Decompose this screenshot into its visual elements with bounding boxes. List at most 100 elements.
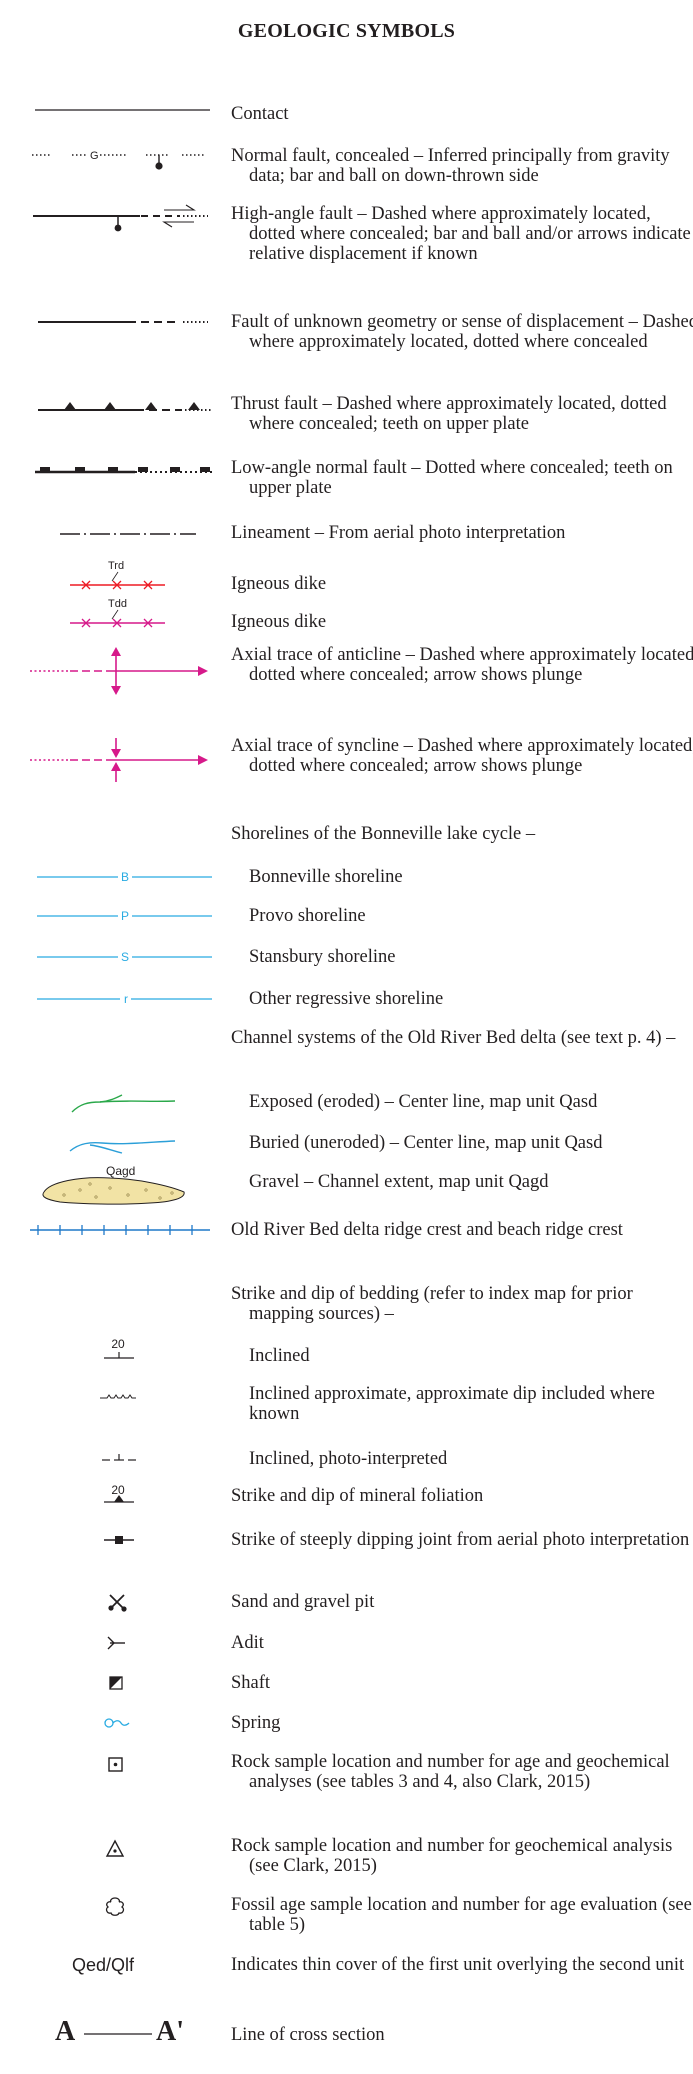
provo-shoreline-icon: P xyxy=(37,909,212,923)
shoreline-p-label: P xyxy=(121,909,129,923)
legend-text: Thrust fault – Dashed where approximatel… xyxy=(231,394,667,434)
legend-group-strike-dip: Strike and dip of bedding (refer to inde… xyxy=(0,1284,693,1328)
rock-sample-geochem-icon xyxy=(105,1839,125,1857)
legend-entry-inclined: 20 Inclined xyxy=(0,1336,693,1370)
legend-entry-contact: Contact xyxy=(0,100,693,134)
legend-entry-ridge-crest: Old River Bed delta ridge crest and beac… xyxy=(0,1218,693,1262)
unknown-fault-icon xyxy=(38,321,208,323)
legend-entry-exposed-channel: Exposed (eroded) – Center line, map unit… xyxy=(0,1090,693,1120)
legend-entry-cross-section: A A' Line of cross section xyxy=(0,2016,693,2056)
legend-entry-high-angle-fault: High-angle fault – Dashed where approxim… xyxy=(0,204,693,292)
legend-entry-normal-fault: G Normal fault, concealed – Inferred pri… xyxy=(0,146,693,190)
legend-entry-dike-magenta: Tdd Igneous dike xyxy=(0,596,693,632)
legend-text: Line of cross section xyxy=(231,2025,385,2045)
legend-entry-adit: Adit xyxy=(0,1631,693,1659)
inclined-approximate-icon xyxy=(100,1394,136,1399)
legend-text: Rock sample location and number for geoc… xyxy=(231,1836,673,1876)
legend-text: Inclined xyxy=(249,1346,310,1366)
legend-text: Adit xyxy=(231,1633,264,1653)
legend-text: Lineament – From aerial photo interpreta… xyxy=(231,523,566,543)
section-end-label: A' xyxy=(156,2016,184,2047)
legend-entry-stansbury-shoreline: S Stansbury shoreline xyxy=(0,946,693,974)
legend-text: High-angle fault – Dashed where approxim… xyxy=(231,204,691,264)
legend-text: Normal fault, concealed – Inferred princ… xyxy=(231,146,670,186)
legend-text: Old River Bed delta ridge crest and beac… xyxy=(231,1220,623,1240)
legend-text: Igneous dike xyxy=(231,612,327,632)
legend-heading: Strike and dip of bedding (refer to inde… xyxy=(231,1284,633,1324)
section-start-label: A xyxy=(55,2016,76,2047)
legend-group-channels: Channel systems of the Old River Bed del… xyxy=(0,1028,693,1072)
legend-entry-unknown-fault: Fault of unknown geometry or sense of di… xyxy=(0,312,693,378)
legend-entry-gravel-pit: Sand and gravel pit xyxy=(0,1590,693,1618)
legend-heading: Channel systems of the Old River Bed del… xyxy=(231,1028,676,1048)
inclined-bedding-icon: 20 xyxy=(104,1337,134,1359)
legend-entry-provo-shoreline: P Provo shoreline xyxy=(0,905,693,933)
legend-entry-syncline: Axial trace of syncline – Dashed where a… xyxy=(0,732,693,802)
stansbury-shoreline-icon: S xyxy=(37,950,212,964)
shoreline-b-label: B xyxy=(121,870,129,884)
legend-text: Strike of steeply dipping joint from aer… xyxy=(231,1530,690,1550)
lineament-icon xyxy=(60,533,196,535)
gravel-pit-icon xyxy=(108,1594,127,1612)
legend-text: Rock sample location and number for age … xyxy=(231,1752,670,1792)
dike-magenta-label: Tdd xyxy=(108,598,127,610)
legend-text: Contact xyxy=(231,104,289,124)
legend-entry-spring: Spring xyxy=(0,1711,693,1739)
legend-text: Fossil age sample location and number fo… xyxy=(231,1895,692,1935)
legend-text: Fault of unknown geometry or sense of di… xyxy=(231,312,693,352)
legend-text: Provo shoreline xyxy=(249,906,366,926)
page-title: GEOLOGIC SYMBOLS xyxy=(237,20,456,42)
legend-text: Igneous dike xyxy=(231,574,327,594)
rock-sample-age-icon xyxy=(108,1757,123,1772)
normal-fault-concealed-icon: G xyxy=(32,150,206,170)
gravel-unit-label: Qagd xyxy=(106,1164,135,1178)
thrust-fault-icon xyxy=(38,402,212,411)
legend-entry-lineament: Lineament – From aerial photo interpreta… xyxy=(0,523,693,551)
legend-text: Low-angle normal fault – Dotted where co… xyxy=(231,458,673,498)
spring-icon xyxy=(104,1718,130,1728)
ridge-crest-icon xyxy=(30,1225,210,1235)
legend-heading: Shorelines of the Bonneville lake cycle … xyxy=(231,824,536,844)
dike-magenta-icon: Tdd xyxy=(70,598,165,628)
legend-text: Shaft xyxy=(231,1673,271,1693)
gravel-channel-icon: Qagd xyxy=(42,1164,185,1205)
legend-text: Inclined, photo-interpreted xyxy=(249,1449,448,1469)
exposed-channel-icon xyxy=(71,1094,176,1113)
legend-entry-rock-sample-geochem: Rock sample location and number for geoc… xyxy=(0,1834,693,1878)
shaft-icon xyxy=(109,1676,123,1690)
contact-line-icon xyxy=(35,109,210,111)
legend-entry-regressive-shoreline: r Other regressive shoreline xyxy=(0,988,693,1016)
legend-entry-photo-interpreted: Inclined, photo-interpreted xyxy=(0,1448,693,1476)
high-angle-fault-icon xyxy=(33,204,208,232)
shoreline-r-label: r xyxy=(124,992,128,1006)
syncline-icon xyxy=(30,738,208,782)
legend-entry-low-angle-fault: Low-angle normal fault – Dotted where co… xyxy=(0,458,693,502)
dike-red-icon: Trd xyxy=(70,560,165,590)
legend-text: Buried (uneroded) – Center line, map uni… xyxy=(249,1133,603,1153)
legend-entry-rock-sample-age: Rock sample location and number for age … xyxy=(0,1750,693,1814)
legend-entry-thin-cover: Qed/Qlf Indicates thin cover of the firs… xyxy=(0,1953,693,1997)
legend-entry-shaft: Shaft xyxy=(0,1671,693,1699)
legend-text: Sand and gravel pit xyxy=(231,1592,375,1612)
legend-entry-inclined-approximate: Inclined approximate, approximate dip in… xyxy=(0,1384,693,1428)
legend-text: Spring xyxy=(231,1713,281,1733)
legend-text: Inclined approximate, approximate dip in… xyxy=(249,1384,655,1424)
dip-value-label: 20 xyxy=(111,1337,125,1351)
gravity-g-label: G xyxy=(90,150,99,162)
legend-entry-dike-red: Trd Igneous dike xyxy=(0,558,693,594)
legend-text: Strike and dip of mineral foliation xyxy=(231,1486,484,1506)
legend-entry-steep-joint: Strike of steeply dipping joint from aer… xyxy=(0,1528,693,1572)
dike-red-label: Trd xyxy=(108,560,124,572)
bonneville-shoreline-icon: B xyxy=(37,870,212,884)
legend-text: Axial trace of syncline – Dashed where a… xyxy=(231,736,693,776)
legend-entry-buried-channel: Buried (uneroded) – Center line, map uni… xyxy=(0,1131,693,1161)
legend-text: Bonneville shoreline xyxy=(249,867,403,887)
legend-text: Gravel – Channel extent, map unit Qagd xyxy=(249,1172,549,1192)
legend-entry-fossil-sample: Fossil age sample location and number fo… xyxy=(0,1893,693,1937)
legend-entry-anticline: Axial trace of anticline – Dashed where … xyxy=(0,641,693,711)
steep-joint-icon xyxy=(104,1536,134,1544)
legend-text: Axial trace of anticline – Dashed where … xyxy=(231,645,693,685)
anticline-icon xyxy=(30,647,208,695)
legend-group-shorelines: Shorelines of the Bonneville lake cycle … xyxy=(0,824,693,848)
low-angle-fault-icon xyxy=(35,467,212,474)
